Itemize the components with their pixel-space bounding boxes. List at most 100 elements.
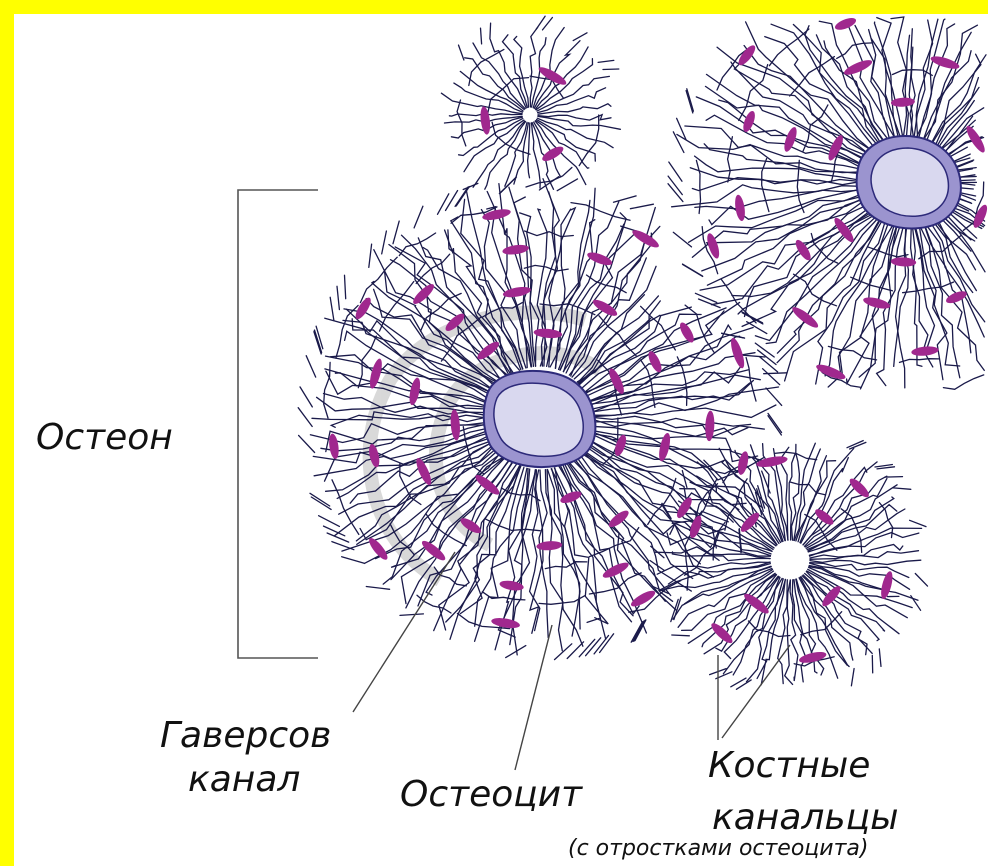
canaliculus — [630, 204, 653, 209]
canaliculus — [469, 49, 504, 85]
canaliculus — [459, 45, 464, 60]
canaliculus — [536, 16, 545, 29]
canaliculus — [481, 28, 482, 44]
canaliculus — [731, 678, 746, 687]
canaliculus — [673, 232, 691, 247]
canaliculus — [728, 137, 733, 182]
canal-lumen — [494, 383, 583, 456]
canaliculus — [603, 69, 619, 70]
canaliculus — [683, 265, 703, 277]
canaliculus — [337, 286, 339, 309]
osteocyte — [728, 337, 746, 370]
canaliculus — [406, 460, 510, 608]
osteon-label: Остеон — [36, 420, 173, 456]
canaliculus — [669, 162, 682, 181]
canal-lumen — [871, 148, 948, 216]
canaliculus — [742, 214, 875, 326]
canaliculus — [300, 387, 312, 407]
canaliculus — [528, 123, 530, 178]
canaliculus — [614, 196, 637, 202]
haversian-canal-upper-right — [857, 136, 961, 228]
canaliculus — [631, 622, 642, 643]
canaliculus — [545, 562, 587, 569]
canaliculus — [310, 493, 330, 506]
canaliculus — [306, 356, 316, 377]
canaliculus — [446, 191, 458, 211]
canaliculi-leader-b — [722, 645, 790, 738]
osteocyte — [862, 295, 891, 311]
canaliculus — [903, 282, 954, 293]
canaliculus — [828, 346, 876, 360]
haversian-canal-main — [484, 371, 596, 467]
osteocyte-label: Остеоцит — [400, 777, 582, 813]
canaliculus — [768, 416, 781, 435]
osteocyte — [734, 194, 747, 222]
osteocyte — [842, 57, 873, 77]
canaliculus — [915, 574, 927, 587]
osteocyte — [479, 106, 491, 135]
canaliculus — [592, 416, 751, 426]
canaliculus — [543, 18, 553, 30]
canaliculus — [485, 122, 526, 190]
osteocyte — [705, 232, 722, 260]
canaliculi-label-line1: Костные — [708, 748, 870, 784]
canaliculus — [438, 194, 449, 215]
canaliculus — [400, 614, 423, 616]
canaliculus — [695, 293, 716, 302]
canaliculus — [893, 488, 911, 489]
canaliculus — [697, 476, 776, 546]
canaliculus — [465, 58, 525, 110]
osteocyte — [481, 207, 511, 222]
canaliculus — [525, 231, 574, 237]
canaliculus — [557, 179, 577, 191]
canaliculus — [360, 257, 397, 302]
osteocyte — [911, 345, 939, 357]
canaliculus — [687, 89, 694, 111]
canaliculus — [567, 642, 583, 659]
canaliculus — [533, 28, 564, 108]
canaliculus — [634, 621, 645, 642]
osteocyte — [790, 304, 821, 330]
canaliculus — [875, 465, 892, 468]
canaliculi-label-note: (с отростками остеоцита) — [568, 838, 868, 860]
canaliculus — [682, 471, 687, 488]
osteocyte — [820, 584, 844, 609]
canaliculus — [463, 183, 478, 189]
canaliculus — [382, 231, 387, 254]
haversian-canal-label-line1: Гаверсов — [160, 718, 331, 754]
canaliculus — [414, 206, 423, 228]
osteocyte — [833, 16, 857, 33]
canaliculus — [790, 580, 798, 681]
canaliculus — [457, 100, 466, 146]
canaliculus — [598, 60, 614, 62]
osteocyte — [606, 508, 631, 530]
osteocyte — [629, 588, 657, 609]
haversian-canal-label-line2: канал — [188, 762, 300, 798]
canaliculus — [485, 519, 540, 531]
canaliculus — [327, 533, 349, 542]
canaliculus — [702, 199, 865, 271]
canaliculus — [769, 29, 809, 66]
canaliculus — [366, 587, 389, 590]
canaliculus — [766, 388, 782, 405]
canaliculus — [571, 203, 630, 221]
canaliculus — [926, 224, 984, 337]
canaliculus — [573, 33, 587, 41]
osteocyte-leader — [515, 625, 552, 770]
canaliculus — [885, 477, 903, 478]
canaliculus — [503, 35, 528, 108]
osteocyte — [591, 297, 620, 319]
canaliculus — [319, 516, 340, 527]
canaliculus — [768, 413, 782, 432]
canaliculus — [490, 23, 491, 39]
osteocyte — [657, 432, 672, 462]
canaliculus — [587, 275, 627, 293]
osteocyte — [502, 285, 532, 299]
canaliculus — [311, 497, 331, 509]
canaliculus — [455, 187, 468, 207]
canaliculus — [877, 467, 895, 469]
haversian-canal-leader — [353, 552, 455, 712]
canaliculus — [736, 680, 751, 689]
canaliculus — [299, 435, 315, 452]
